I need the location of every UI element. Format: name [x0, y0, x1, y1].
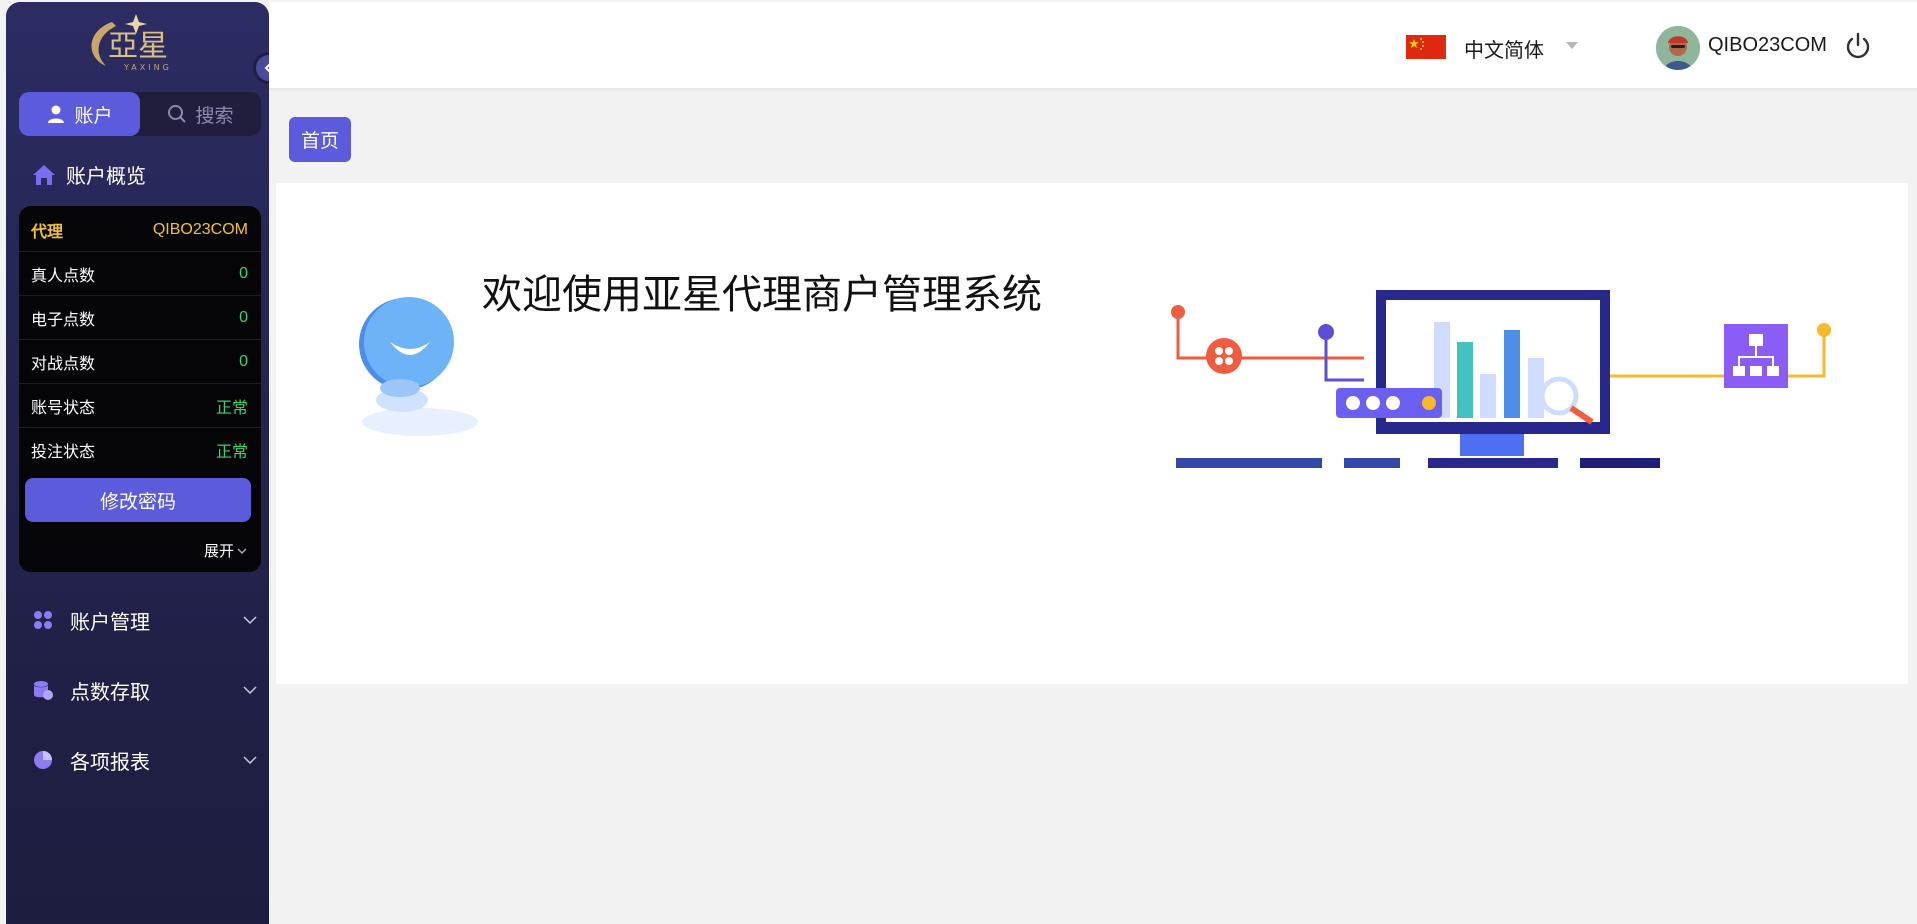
live-points-row: 真人点数 0 [19, 252, 261, 296]
database-icon [34, 681, 53, 700]
chevron-down-icon [243, 616, 257, 625]
top-bar-divider [269, 88, 1917, 92]
electronic-points-label: 电子点数 [31, 311, 96, 329]
caret-down-icon[interactable] [1565, 40, 1579, 50]
electronic-points-value: 0 [239, 308, 248, 326]
dashboard-illustration [1171, 290, 1831, 468]
betting-status-value: 正常 [215, 444, 248, 461]
battle-points-value: 0 [239, 352, 248, 370]
account-overview-link[interactable]: 账户概览 [32, 160, 146, 189]
menu-reports-label: 各项报表 [70, 751, 150, 774]
agent-row: 代理 QIBO23COM [19, 208, 261, 252]
mascot-illustration [359, 297, 478, 436]
logo-wordmark: 亞星 [108, 29, 168, 64]
username-label[interactable]: QIBO23COM [1708, 34, 1827, 56]
avatar[interactable] [1656, 26, 1700, 70]
tab-search-label: 搜索 [195, 105, 234, 127]
chevron-down-icon [237, 548, 247, 554]
battle-points-row: 对战点数 0 [19, 340, 261, 384]
electronic-points-row: 电子点数 0 [19, 296, 261, 340]
menu-account-management-label: 账户管理 [70, 611, 150, 634]
sidebar-tab-switch: 账户 搜索 [19, 92, 261, 136]
sidebar: 亞星 YAXING 账户 搜索 [6, 2, 285, 924]
welcome-panel [276, 183, 1908, 684]
home-icon [33, 164, 55, 185]
top-bar [269, 2, 1917, 88]
chevron-down-icon [243, 686, 257, 695]
menu-points-transfer[interactable]: 点数存取 [32, 670, 258, 710]
welcome-title: 欢迎使用亚星代理商户管理系统 [482, 273, 1042, 317]
account-status-value: 正常 [215, 399, 248, 417]
brand-logo[interactable]: 亞星 YAXING [82, 12, 192, 76]
pie-chart-icon [34, 751, 52, 769]
agent-label: 代理 [31, 223, 64, 241]
logo-subtext: YAXING [123, 63, 172, 72]
menu-reports[interactable]: 各项报表 [32, 740, 258, 780]
agent-value: QIBO23COM [152, 220, 248, 238]
betting-status-row: 投注状态 正常 [19, 428, 261, 472]
tab-home[interactable]: 首页 [289, 117, 351, 162]
expand-toggle[interactable]: 展开 [204, 540, 248, 561]
account-status-row: 账号状态 正常 [19, 384, 261, 428]
menu-points-transfer-label: 点数存取 [70, 681, 150, 704]
search-icon [168, 105, 187, 123]
account-summary-card: 代理 QIBO23COM 真人点数 0 电子点数 0 对战点数 0 账号状态 正… [19, 206, 261, 572]
change-password-button[interactable]: 修改密码 [25, 478, 251, 522]
china-flag-icon[interactable] [1406, 35, 1446, 59]
battle-points-label: 对战点数 [31, 355, 96, 373]
power-icon[interactable] [1843, 31, 1873, 61]
live-points-label: 真人点数 [31, 267, 96, 285]
live-points-value: 0 [239, 264, 248, 282]
apps-icon [34, 611, 52, 629]
chevron-down-icon [243, 756, 257, 765]
betting-status-label: 投注状态 [31, 444, 96, 461]
menu-account-management[interactable]: 账户管理 [32, 600, 258, 640]
account-overview-label: 账户概览 [66, 166, 146, 188]
expand-label: 展开 [203, 543, 234, 560]
tab-search[interactable]: 搜索 [140, 92, 261, 136]
language-select[interactable]: 中文简体 [1464, 40, 1544, 62]
user-icon [48, 105, 65, 123]
tab-account-label: 账户 [74, 105, 113, 127]
account-status-label: 账号状态 [31, 399, 96, 417]
tab-account[interactable]: 账户 [19, 92, 140, 136]
